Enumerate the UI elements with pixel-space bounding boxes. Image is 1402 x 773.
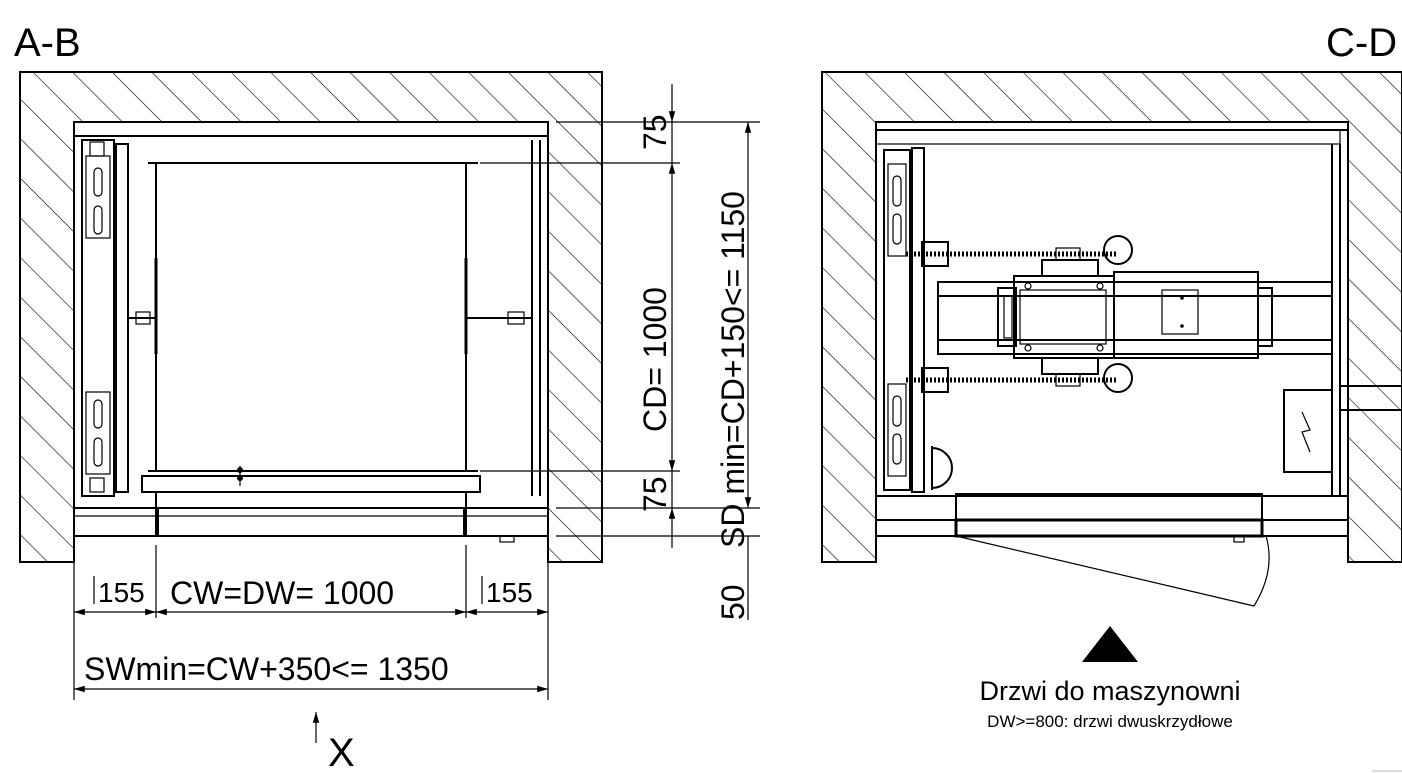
dim-cw: CW=DW= 1000 — [170, 575, 394, 611]
dim-side-left: 155 — [98, 577, 145, 608]
note-machine-room-door: Drzwi do maszynowni — [979, 676, 1240, 706]
left-dimension-lines — [73, 84, 760, 743]
dim-bottom-gap: 75 — [637, 476, 673, 512]
left-car-structure — [73, 121, 549, 543]
dim-cd: CD= 1000 — [637, 287, 673, 432]
dim-sill: 50 — [715, 584, 751, 620]
right-car-structure — [875, 121, 1402, 607]
view-title-right: C-D — [1326, 21, 1397, 65]
dim-sd: SD min=CD+150<= 1150 — [715, 191, 751, 548]
dim-top-gap: 75 — [637, 114, 673, 150]
machine-room-door-arrow — [1082, 626, 1138, 662]
note-door-rule: DW>=800: drzwi dwuskrzydłowe — [987, 712, 1233, 731]
entrance-marker: X — [328, 731, 355, 773]
dim-sw: SWmin=CW+350<= 1350 — [84, 651, 449, 687]
view-title-left: A-B — [14, 21, 81, 65]
dim-side-right: 155 — [486, 577, 533, 608]
